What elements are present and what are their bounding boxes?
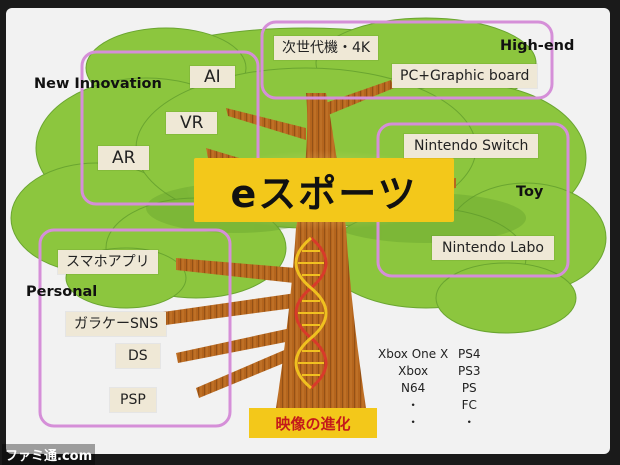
frame-personal	[38, 228, 232, 428]
category-personal: Personal	[26, 284, 98, 300]
label-nintendo-switch: Nintendo Switch	[404, 134, 539, 158]
xbox-item: N64	[400, 381, 426, 395]
xbox-item: ・	[407, 415, 420, 429]
xbox-column: Xbox One X Xbox N64 ・ ・	[378, 346, 448, 431]
dna-helix	[294, 236, 328, 390]
branches	[156, 80, 456, 398]
ps-column: PS4 PS3 PS FC ・	[458, 346, 481, 431]
ps-item: PS3	[458, 364, 481, 378]
category-new-innovation: New Innovation	[34, 76, 162, 92]
xbox-item: Xbox	[398, 364, 429, 378]
label-ai: AI	[190, 66, 235, 88]
ps-item: ・	[463, 415, 476, 429]
xbox-item: Xbox One X	[378, 347, 449, 361]
label-ds: DS	[116, 344, 160, 368]
label-pc-graphic: PC+Graphic board	[392, 64, 538, 88]
label-smartphone-app: スマホアプリ	[58, 250, 158, 274]
frame-new-innovation	[80, 50, 260, 206]
label-vr: VR	[166, 112, 218, 134]
watermark: ファミ通.com	[2, 444, 96, 465]
label-garake-sns: ガラケーSNS	[66, 312, 167, 336]
evolution-label: 映像の進化	[249, 408, 377, 438]
xbox-item: ・	[407, 398, 420, 412]
label-next-gen-4k: 次世代機・4K	[274, 36, 379, 60]
category-toy: Toy	[516, 184, 544, 200]
ps-item: FC	[461, 398, 477, 412]
slide: eスポーツ High-end New Innovation Toy Person…	[6, 8, 610, 454]
label-ar: AR	[98, 146, 150, 170]
slide-title: eスポーツ	[194, 158, 454, 222]
ps-item: PS	[461, 381, 477, 395]
label-nintendo-labo: Nintendo Labo	[432, 236, 554, 260]
label-psp: PSP	[110, 388, 156, 412]
frame-high-end	[260, 20, 554, 100]
ps-item: PS4	[458, 347, 481, 361]
category-high-end: High-end	[500, 38, 575, 54]
